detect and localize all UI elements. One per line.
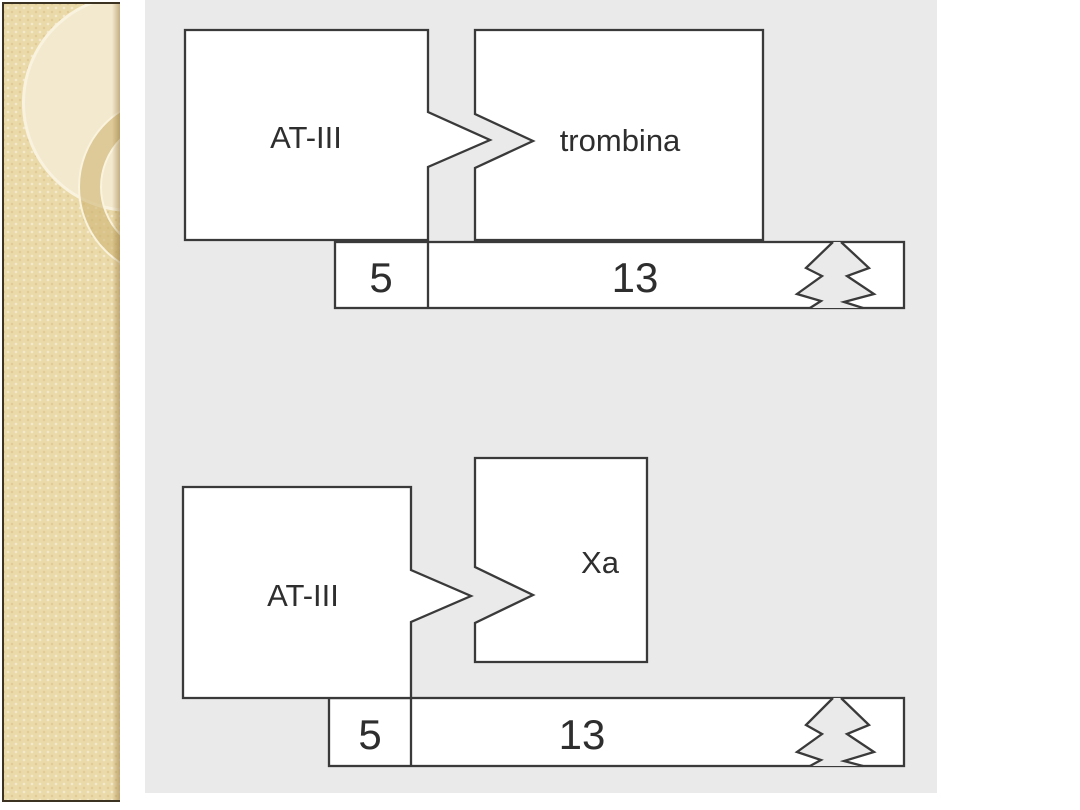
at3-box-bottom xyxy=(181,485,474,700)
chain-break-right-zigzag-bottom xyxy=(839,697,877,768)
trombina-box xyxy=(473,28,765,242)
top-diagram-group: AT-III trombina 5 13 xyxy=(183,28,906,310)
xa-box xyxy=(473,456,649,664)
segment-13-label-top: 13 xyxy=(612,254,659,301)
chain-break-right-zigzag-top xyxy=(839,241,877,310)
segment-5-label-bottom: 5 xyxy=(358,711,381,758)
trombina-label: trombina xyxy=(560,123,681,158)
at3-label-bottom: AT-III xyxy=(267,578,339,613)
xa-label: Xa xyxy=(581,545,620,580)
bottom-diagram-group: AT-III Xa 5 13 xyxy=(181,456,906,768)
sidebar-decoration xyxy=(2,2,120,802)
sidebar-edge-shadow xyxy=(112,4,120,800)
chain-break-left-zigzag-top xyxy=(794,241,834,309)
chain-break-left-zigzag-bottom xyxy=(794,697,834,768)
at3-label-top: AT-III xyxy=(270,120,342,155)
at3-box-top xyxy=(183,28,493,242)
segment-13-label-bottom: 13 xyxy=(559,711,606,758)
segment-5-label-top: 5 xyxy=(369,254,392,301)
